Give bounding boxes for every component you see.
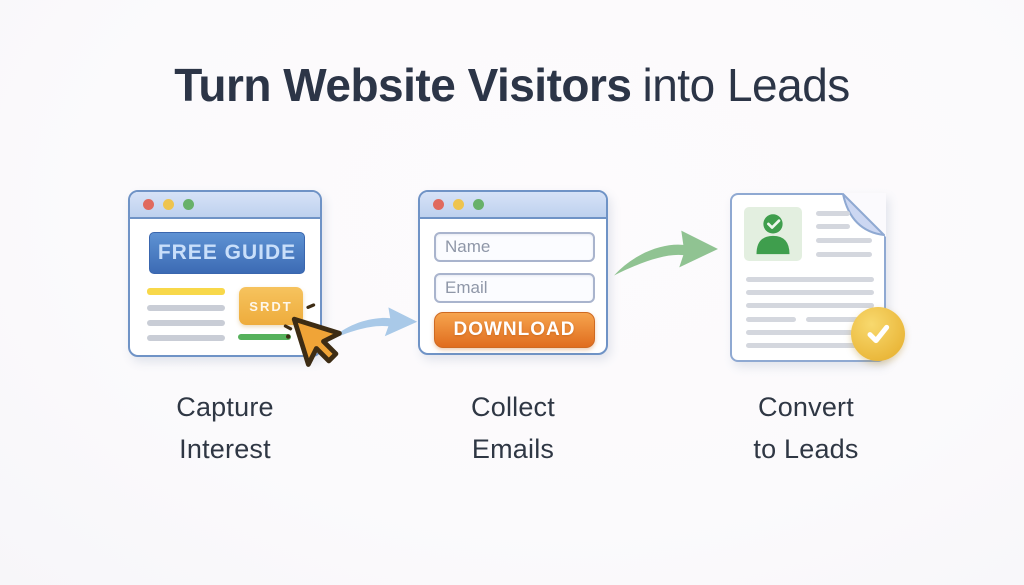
browser-titlebar — [130, 192, 320, 219]
step-label-convert-to-leads: Convert to Leads — [722, 386, 890, 470]
doc-line — [746, 343, 874, 348]
traffic-light-yellow-icon — [453, 199, 464, 210]
progress-line-green — [238, 334, 291, 340]
browser-window-capture: FREE GUIDE SRDT — [128, 190, 322, 357]
flow-arrow-blue-icon — [329, 294, 419, 346]
flow-arrow-green-icon — [612, 218, 720, 282]
step-label-line: Collect — [471, 392, 555, 422]
step-label-collect-emails: Collect Emails — [418, 386, 608, 470]
doc-line — [746, 303, 874, 308]
traffic-light-red-icon — [143, 199, 154, 210]
browser-window-form: DOWNLOAD — [418, 190, 608, 355]
doc-line — [746, 277, 874, 282]
check-icon — [867, 324, 890, 344]
download-button[interactable]: DOWNLOAD — [434, 312, 595, 348]
doc-line — [816, 238, 872, 243]
status-badge — [851, 307, 905, 361]
folded-corner-icon — [842, 193, 886, 237]
email-input[interactable] — [434, 273, 595, 303]
content-line — [147, 320, 225, 326]
doc-line — [746, 290, 874, 295]
traffic-light-yellow-icon — [163, 199, 174, 210]
avatar — [744, 207, 802, 261]
traffic-light-red-icon — [433, 199, 444, 210]
doc-line — [816, 252, 872, 257]
traffic-light-green-icon — [183, 199, 194, 210]
title-rest: into Leads — [642, 59, 851, 111]
content-line-highlight — [147, 288, 225, 295]
content-line — [147, 335, 225, 341]
content-line — [147, 305, 225, 311]
step-label-capture-interest: Capture Interest — [128, 386, 322, 470]
doc-line — [806, 317, 874, 322]
traffic-light-green-icon — [473, 199, 484, 210]
doc-line — [816, 224, 850, 229]
name-input[interactable] — [434, 232, 595, 262]
step-label-line: Emails — [471, 434, 555, 464]
browser-titlebar — [420, 192, 606, 219]
step-label-line: to Leads — [753, 434, 859, 464]
free-guide-banner[interactable]: FREE GUIDE — [149, 232, 305, 274]
step-label-line: Convert — [758, 392, 854, 422]
person-check-icon — [756, 214, 790, 255]
doc-line — [746, 330, 874, 335]
doc-line — [746, 317, 796, 322]
cursor-pointer-icon — [281, 303, 347, 369]
step-label-line: Interest — [179, 434, 271, 464]
doc-line — [816, 211, 850, 216]
step-label-line: Capture — [176, 392, 274, 422]
title-emphasis: Turn Website Visitors — [174, 59, 632, 111]
lead-document — [730, 193, 905, 362]
